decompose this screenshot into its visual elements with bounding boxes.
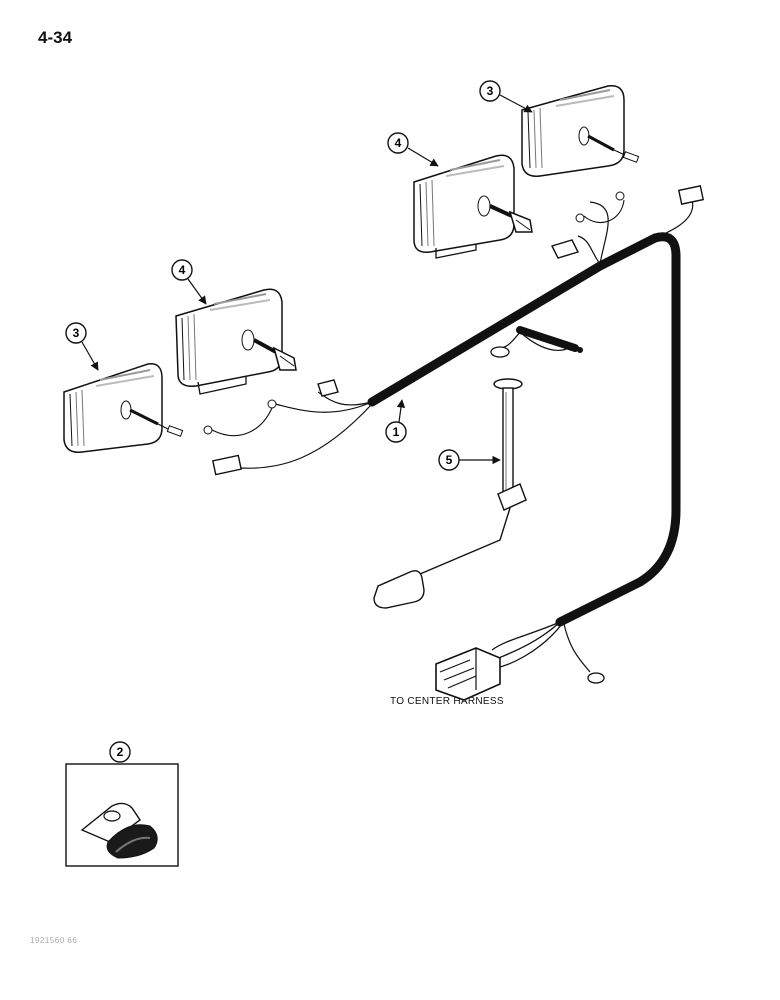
lamp-left-rear (63, 363, 184, 453)
callout-3-left-text: 3 (73, 326, 80, 340)
callout-4-left: 4 (171, 259, 207, 305)
callout-3-right-text: 3 (487, 84, 494, 98)
callout-2: 2 (109, 741, 131, 763)
callout-3-right: 3 (479, 80, 533, 113)
callout-4-right: 4 (387, 132, 439, 167)
main-harness (239, 199, 694, 673)
fuel-level-sender (373, 378, 527, 609)
center-harness-label: TO CENTER HARNESS (390, 696, 504, 707)
harness-connectors (203, 185, 705, 701)
lamp-left-front (175, 288, 297, 395)
footer-code: 1921560 66 (30, 936, 78, 945)
callout-2-text: 2 (117, 745, 124, 759)
callout-5-text: 5 (446, 453, 453, 467)
callout-1: 1 (385, 399, 407, 443)
lamp-right-front (413, 154, 533, 259)
callout-4-left-text: 4 (179, 263, 186, 277)
callout-1-text: 1 (393, 425, 400, 439)
callout-3-left: 3 (65, 322, 99, 371)
callout-5: 5 (438, 449, 501, 471)
lamp-right-rear (521, 85, 640, 177)
clip-detail-inset (65, 763, 179, 867)
page-number: 4-34 (38, 28, 73, 47)
callout-4-right-text: 4 (395, 136, 402, 150)
